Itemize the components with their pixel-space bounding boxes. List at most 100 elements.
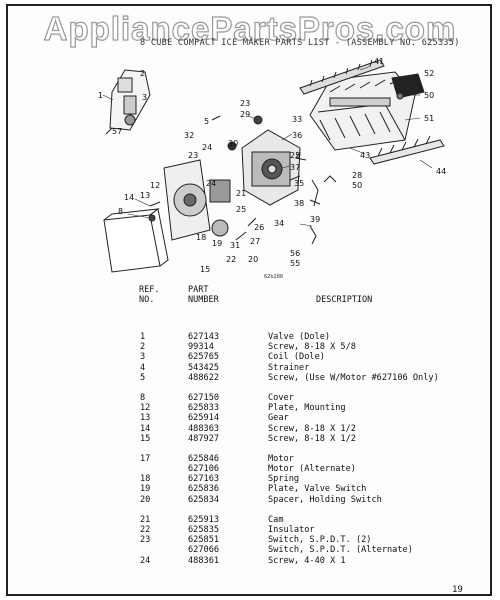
description-cell: Screw, 8-18 X 1/2 [268,433,356,444]
callout-25-b: 25 [236,205,246,214]
callout-12: 12 [150,181,160,190]
ref-no-cell: 14 [140,423,151,434]
callout-21: 21 [236,189,246,198]
callout-39: 39 [310,215,320,224]
ref-no-cell: 21 [140,514,151,525]
callout-2: 2 [140,69,145,78]
ref-no-cell: 13 [140,413,151,424]
callout-55: 55 [290,259,300,268]
ref-no-cell: 8 [140,392,146,403]
part-number-cell: 488361 [188,555,220,566]
description-cell: Switch, S.P.D.T. (Alternate) [268,545,413,556]
stripper-drawing [369,135,445,165]
callout-34: 34 [274,219,284,228]
description-cell: Cam [268,514,284,525]
description-cell: Screw, 4-40 X 1 [268,555,346,566]
description-cell: Plate, Mounting [268,403,346,414]
group-spacer [140,383,460,393]
callout-51: 51 [424,114,434,123]
callout-24-a: 24 [202,143,212,152]
callout-32: 32 [184,131,194,140]
callout-1: 1 [98,91,103,100]
ejector-drawing [299,59,385,95]
ref-no-cell: 12 [140,403,151,414]
description-cell: Spring [268,474,300,485]
description-cell: Motor (Alternate) [268,464,356,475]
valve-assembly-drawing [105,69,151,135]
callout-41: 41 [374,57,384,66]
callout-30: 30 [228,139,238,148]
header-description: DESCRIPTION [316,295,373,305]
ref-no-cell: 23 [140,535,151,546]
part-number-cell: 625851 [188,535,220,546]
parts-row: 14 488363 Screw, 8-18 X 1/2 [140,424,460,434]
part-number-cell: 625846 [188,453,220,464]
callout-22: 22 [226,255,236,264]
description-cell: Plate, Valve Switch [268,484,367,495]
callout-27: 27 [250,237,260,246]
callout-29: 29 [240,110,250,119]
ref-no-cell: 20 [140,494,151,505]
callout-18: 18 [196,233,206,242]
part-number-cell: 488363 [188,423,220,434]
group-spacer [140,444,460,454]
part-number-cell: 625833 [188,403,220,414]
description-cell: Coil (Dole) [268,352,325,363]
part-number-cell: 627150 [188,392,220,403]
cover-drawing [103,208,169,273]
callout-19: 19 [212,239,222,248]
callout-35: 35 [294,179,304,188]
ref-no-cell: 22 [140,525,151,535]
callout-31: 31 [230,241,240,250]
callout-37: 37 [290,163,300,172]
callout-50-upper: 50 [424,91,434,100]
parts-row: 18 627163 Spring [140,474,460,484]
part-number-cell: 625835 [188,525,220,535]
ref-no-cell: 18 [140,474,151,485]
callout-44: 44 [436,167,446,176]
ref-no-cell: 4 [140,362,146,373]
part-number-cell: 627163 [188,474,220,485]
callout-25-a: 25 [290,151,300,160]
exploded-view-diagram: 1 2 3 57 41 52 50 51 23 29 5 33 36 32 24… [98,57,446,280]
header-ref-no: REF. NO. [139,285,160,305]
control-housing-drawing [241,129,301,206]
callout-8: 8 [118,207,123,216]
small-parts-drawing [148,115,337,245]
part-number-cell: 99314 [188,342,214,353]
bracket-drawing [391,73,425,100]
ref-no-cell: 17 [140,453,151,464]
description-cell: Screw, 8-18 X 1/2 [268,423,356,434]
callout-14: 14 [124,193,134,202]
ice-mold-drawing [309,71,416,151]
mounting-plate-drawing [163,159,231,241]
part-number-cell: 625834 [188,494,220,505]
callout-52: 52 [424,69,434,78]
callout-23-lower: 23 [188,151,198,160]
callout-5: 5 [204,117,209,126]
group-spacer [140,505,460,515]
ref-no-cell: 5 [140,372,146,383]
part-number-cell: 625836 [188,484,220,495]
callout-20: 20 [248,255,258,264]
callout-3: 3 [142,93,147,102]
description-cell: Screw, 8-18 X 5/8 [268,342,356,353]
part-number-cell: 627066 [188,545,220,556]
ref-no-cell: 1 [140,332,146,342]
part-number-cell: 627143 [188,332,220,342]
description-cell: Cover [268,392,294,403]
page-number: 19 [452,585,463,595]
ref-no-cell: 3 [140,352,146,363]
